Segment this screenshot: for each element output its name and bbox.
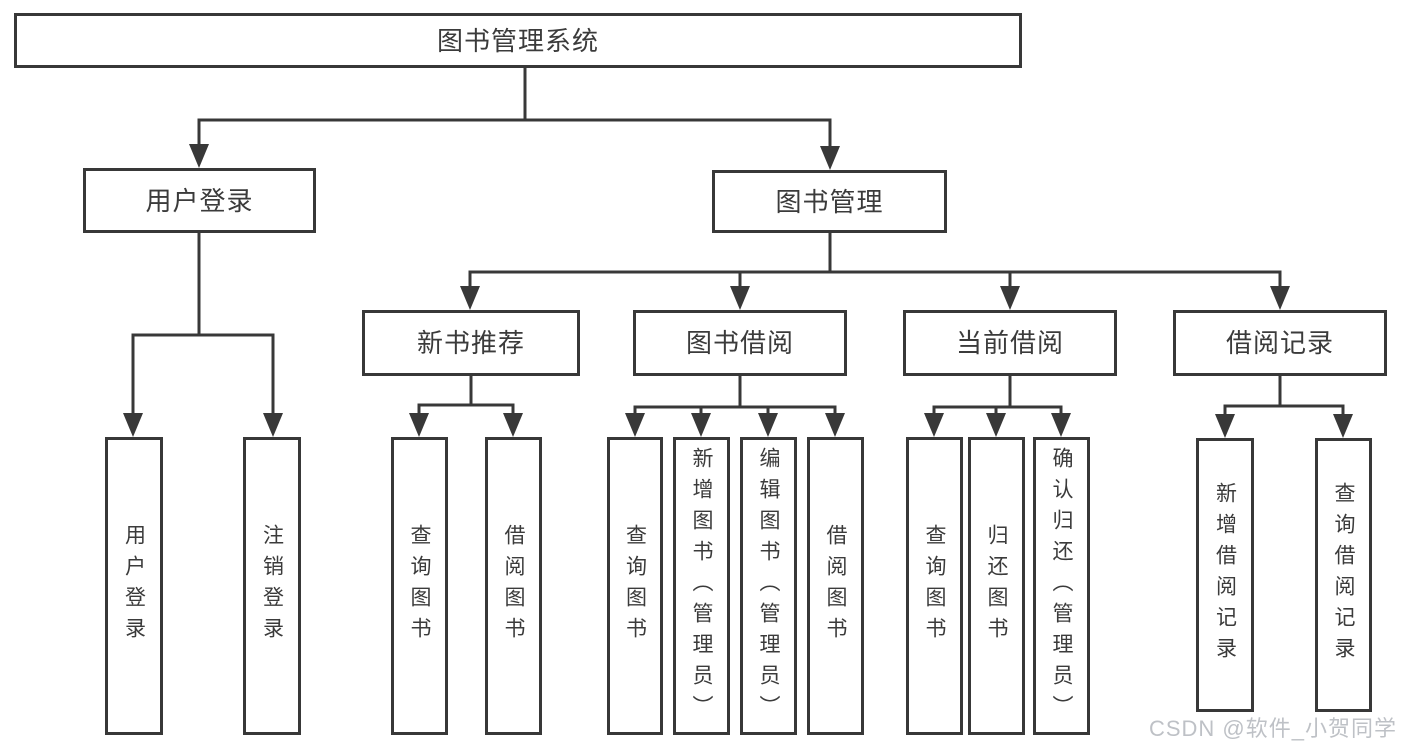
csdn-watermark: CSDN @软件_小贺同学	[1148, 716, 1397, 741]
leaf-confirm-return: 确认归还（管理员）	[1033, 437, 1090, 735]
leaf-logout: 注销登录	[243, 437, 301, 735]
node-book-mgmt-label: 图书管理	[775, 186, 884, 217]
node-user-login-label: 用户登录	[145, 185, 254, 216]
node-book-borrow: 图书借阅	[633, 310, 847, 376]
leaf-query-books-borrow-label: 查询图书	[623, 524, 647, 648]
leaf-borrow-books-rec: 借阅图书	[485, 437, 542, 735]
leaf-return-books: 归还图书	[968, 437, 1025, 735]
leaf-logout-label: 注销登录	[260, 524, 284, 648]
node-user-login: 用户登录	[83, 168, 316, 233]
node-borrow-records-label: 借阅记录	[1225, 328, 1334, 358]
node-book-borrow-label: 图书借阅	[685, 328, 794, 358]
leaf-borrow-books-rec-label: 借阅图书	[502, 524, 525, 648]
node-borrow-records: 借阅记录	[1173, 310, 1387, 376]
leaf-user-login-label: 用户登录	[122, 524, 146, 648]
leaf-user-login: 用户登录	[105, 437, 163, 735]
leaf-add-record: 新增借阅记录	[1196, 438, 1254, 712]
leaf-query-record: 查询借阅记录	[1315, 438, 1372, 712]
node-new-book-rec-label: 新书推荐	[416, 328, 525, 358]
leaf-add-record-label: 新增借阅记录	[1213, 482, 1237, 668]
leaf-query-books-current: 查询图书	[906, 437, 963, 735]
leaf-query-books-current-label: 查询图书	[923, 524, 946, 648]
node-new-book-rec: 新书推荐	[362, 310, 580, 376]
node-root-label: 图书管理系统	[436, 25, 599, 56]
node-root: 图书管理系统	[14, 13, 1022, 68]
leaf-query-record-label: 查询借阅记录	[1332, 482, 1355, 668]
leaf-edit-books-label: 编辑图书（管理员）	[757, 446, 780, 726]
leaf-add-books-label: 新增图书（管理员）	[690, 446, 713, 726]
leaf-query-books-borrow: 查询图书	[607, 437, 663, 735]
leaf-confirm-return-label: 确认归还（管理员）	[1050, 446, 1073, 726]
leaf-query-books-rec: 查询图书	[391, 437, 448, 735]
node-book-mgmt: 图书管理	[712, 170, 947, 233]
node-current-borrow: 当前借阅	[903, 310, 1117, 376]
leaf-edit-books: 编辑图书（管理员）	[740, 437, 797, 735]
leaf-borrow-books: 借阅图书	[807, 437, 864, 735]
leaf-return-books-label: 归还图书	[985, 524, 1008, 648]
leaf-borrow-books-label: 借阅图书	[824, 524, 847, 648]
node-current-borrow-label: 当前借阅	[955, 328, 1064, 358]
leaf-add-books: 新增图书（管理员）	[673, 437, 730, 735]
leaf-query-books-rec-label: 查询图书	[408, 524, 431, 648]
